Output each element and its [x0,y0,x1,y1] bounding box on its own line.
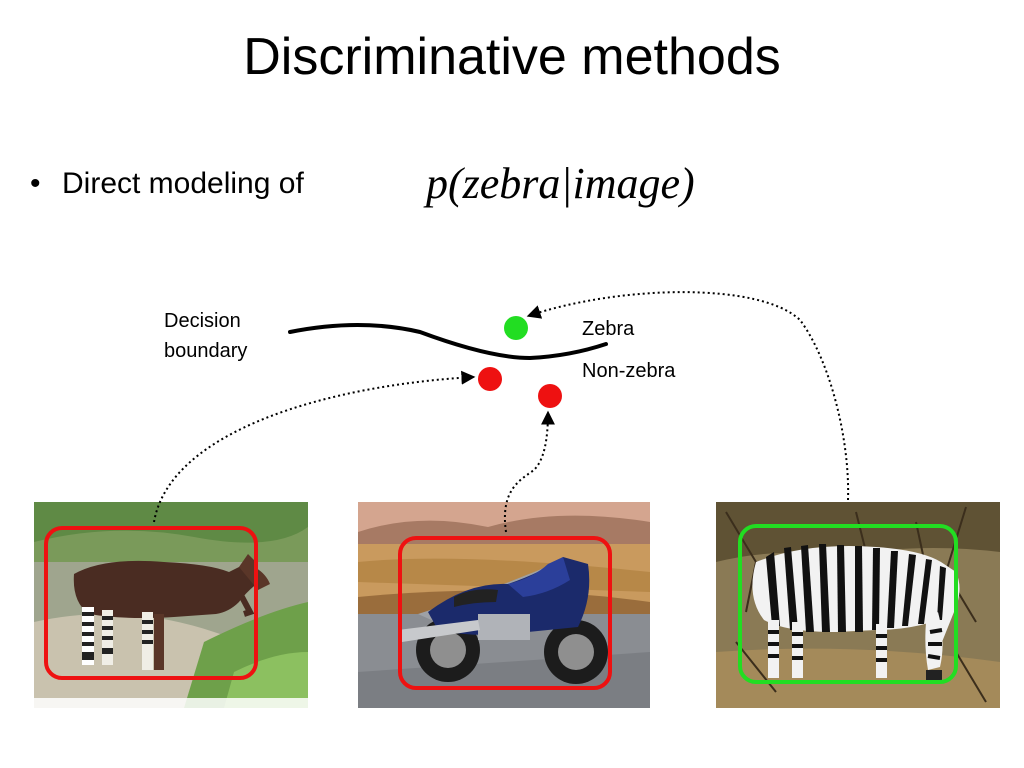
bullet-text: Direct modeling of [62,167,304,200]
slide-title: Discriminative methods [243,28,781,86]
okapi-image [34,502,308,708]
probability-formula: p(zebra|image) [426,159,695,208]
zebra-bounding-box [738,524,958,684]
zebra-point [504,316,528,340]
decision-boundary-curve [288,323,608,361]
bullet-item: • Direct modeling of [30,162,304,206]
zebra-image [716,502,1000,708]
motorcycle-to-point-arrow [503,410,555,533]
decision-boundary-label-line2: boundary [164,340,248,362]
decision-boundary-label-line1: Decision [164,310,241,332]
zebra-to-point-arrow [526,291,850,501]
motorcycle-bounding-box [398,536,612,690]
zebra-class-label: Zebra [582,318,635,340]
non-zebra-class-label: Non-zebra [582,360,676,382]
bullet-icon: • [30,167,41,200]
okapi-bounding-box [44,526,258,680]
non-zebra-point-motorcycle [538,384,562,408]
motorcycle-image [358,502,650,708]
non-zebra-point-okapi [478,367,502,391]
decision-boundary-label: Decision boundary [164,306,247,366]
okapi-to-point-arrow [153,370,476,523]
